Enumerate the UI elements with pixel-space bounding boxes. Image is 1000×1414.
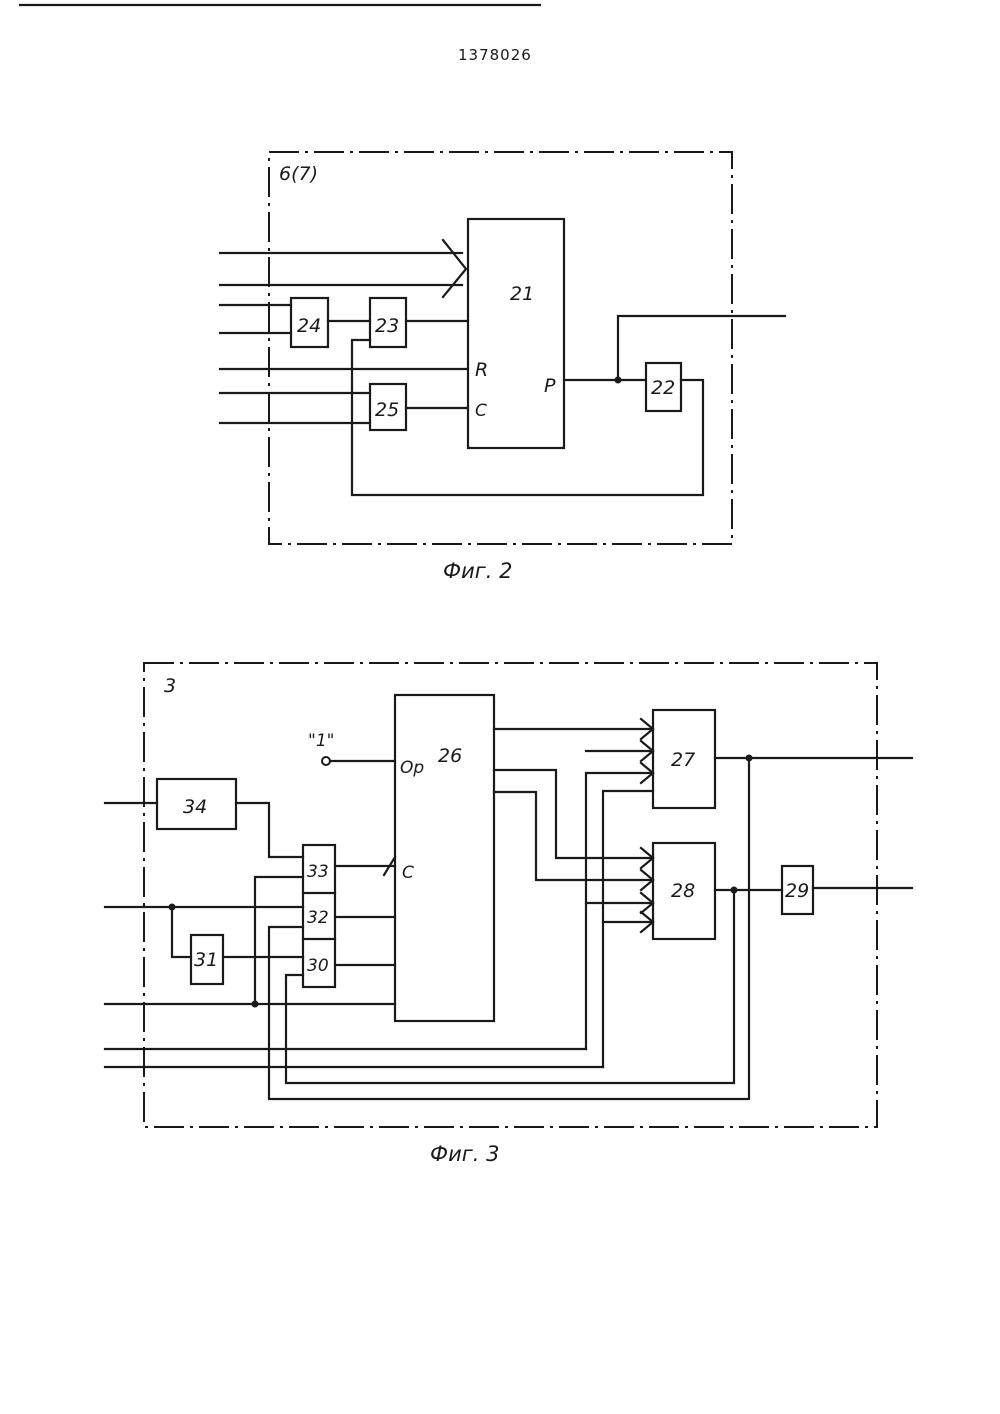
fig2-caption: Фиг. 2 xyxy=(443,559,512,583)
fig3-const-label: "1" xyxy=(308,731,334,751)
fig3-block-27-label: 27 xyxy=(671,749,695,771)
fig3-block-32-label: 32 xyxy=(307,908,329,928)
fig3-block-31-label: 31 xyxy=(194,949,218,971)
patent-number: 1378026 xyxy=(458,46,532,64)
fig3-frame-label: 3 xyxy=(164,675,176,697)
fig3-block-33-label: 33 xyxy=(307,862,329,882)
fig2-output-line xyxy=(618,316,785,380)
fig3-block-28-label: 28 xyxy=(671,880,695,902)
figure-2: 6(7) 21 R C P 24 23 25 22 xyxy=(220,152,785,583)
fig2-frame-label: 6(7) xyxy=(279,163,318,185)
fig3-block-30-label: 30 xyxy=(307,956,329,976)
fig2-block-22-label: 22 xyxy=(651,377,675,399)
fig3-block-26 xyxy=(395,695,494,1021)
fig3-pin-c: C xyxy=(402,863,414,883)
fig2-block-25-label: 25 xyxy=(375,399,399,421)
fig3-block-26-label: 26 xyxy=(438,745,462,767)
fig3-pin-op: Op xyxy=(400,758,424,778)
fig2-block-21-label: 21 xyxy=(510,283,534,305)
fig3-caption: Фиг. 3 xyxy=(430,1142,499,1166)
fig3-const-terminal xyxy=(322,757,330,765)
fig2-pin-r: R xyxy=(475,359,488,381)
fig2-block-23-label: 23 xyxy=(375,315,399,337)
fig2-block-24-label: 24 xyxy=(297,315,321,337)
fig3-block-29-label: 29 xyxy=(785,880,809,902)
fig3-block-34-label: 34 xyxy=(183,796,207,818)
fig2-bus-arrow xyxy=(443,240,466,297)
figure-3: 3 26 Op C "1" 27 28 29 34 31 33 32 30 xyxy=(105,663,912,1166)
fig2-pin-c: C xyxy=(475,401,487,421)
fig2-pin-p: P xyxy=(544,375,556,397)
